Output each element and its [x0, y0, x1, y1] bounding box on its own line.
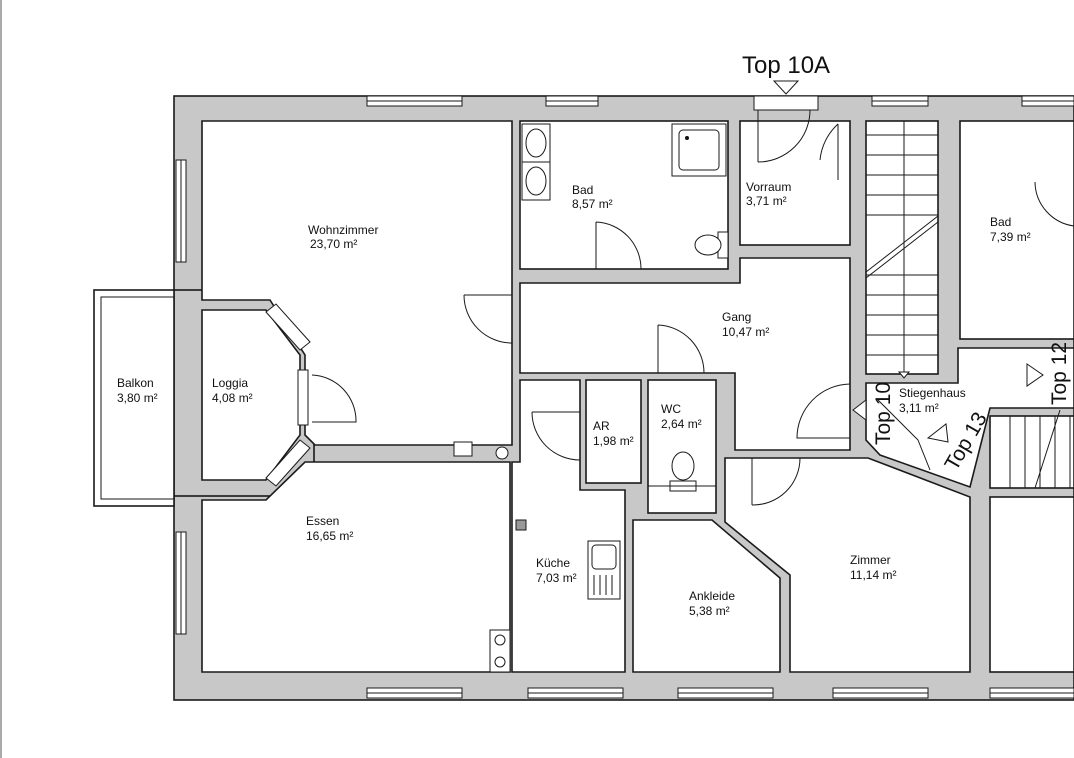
wohnzimmer-name: Wohnzimmer [308, 223, 378, 237]
ankleide-name: Ankleide [689, 589, 735, 603]
room-gang [519, 257, 851, 451]
essen-name: Essen [306, 514, 339, 528]
stiegenhaus-name: Stiegenhaus [899, 386, 966, 400]
room-bad-2 [959, 120, 1074, 340]
room-staircase-left [865, 120, 939, 375]
kueche-area: 7,03 m² [536, 571, 577, 585]
room-zimmer [724, 457, 971, 673]
vorraum-name: Vorraum [746, 180, 791, 194]
kueche-name: Küche [536, 556, 570, 570]
balkon-name: Balkon [117, 376, 154, 390]
stiegenhaus-area: 3,11 m² [899, 401, 939, 415]
loggia-name: Loggia [212, 376, 248, 390]
ar-name: AR [593, 419, 610, 433]
room-ar [585, 379, 642, 484]
vorraum-area: 3,71 m² [746, 194, 787, 208]
top10-label: Top 10 [872, 382, 895, 445]
room-essen [201, 461, 511, 673]
windows [175, 95, 1074, 699]
zimmer-area: 11,14 m² [850, 568, 896, 582]
room-labels: Wohnzimmer 23,70 m² Bad 8,57 m² Vorraum … [117, 180, 1031, 618]
entrance-label: Top 10A [742, 52, 830, 79]
entrance-arrow-icon [772, 80, 800, 95]
bad2-area: 7,39 m² [990, 230, 1031, 244]
wohnzimmer-area: 23,70 m² [310, 237, 357, 251]
room-wohnzimmer [201, 120, 513, 446]
bad2-name: Bad [990, 215, 1011, 229]
ankleide-area: 5,38 m² [689, 604, 730, 618]
top12-arrow-icon [1026, 363, 1044, 387]
fixtures [453, 123, 729, 673]
essen-area: 16,65 m² [306, 529, 353, 543]
doors [311, 95, 1074, 506]
wc-name: WC [661, 402, 681, 416]
room-ankleide [632, 519, 781, 673]
top12-label: Top 12 [1048, 342, 1071, 405]
stairs [865, 121, 1071, 489]
top13-arrow-icon [926, 423, 949, 443]
loggia-area: 4,08 m² [212, 391, 253, 405]
room-right-bottom [989, 496, 1074, 673]
wc-area: 2,64 m² [661, 417, 702, 431]
gang-name: Gang [722, 310, 751, 324]
ar-area: 1,98 m² [593, 434, 634, 448]
gang-area: 10,47 m² [722, 325, 769, 339]
room-loggia [201, 309, 301, 481]
room-balkon [93, 289, 175, 507]
entrance-marker: Top 10A [742, 52, 830, 95]
zimmer-name: Zimmer [850, 553, 891, 567]
bad-area: 8,57 m² [572, 197, 613, 211]
room-stiegenhaus [865, 347, 1074, 489]
room-staircase-right [989, 415, 1074, 489]
shower-drain-icon [685, 136, 689, 140]
top10-arrow-icon [852, 398, 867, 422]
room-wc [647, 379, 717, 514]
balkon-area: 3,80 m² [117, 391, 158, 405]
bad-name: Bad [572, 183, 593, 197]
